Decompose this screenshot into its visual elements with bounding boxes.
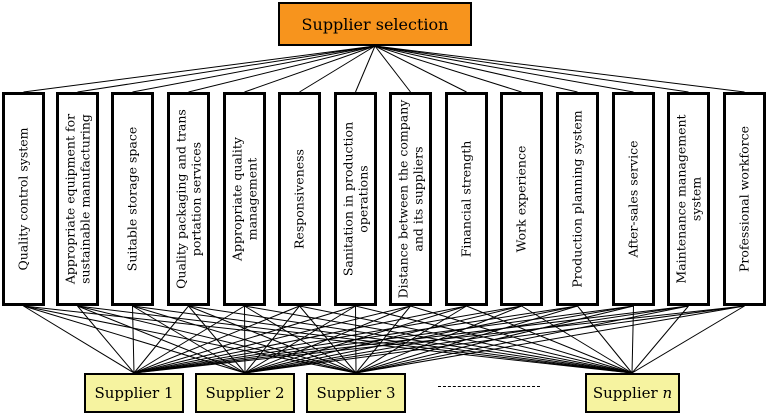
criterion-6: Responsiveness	[278, 92, 321, 306]
criterion-alternative-link	[77, 305, 135, 374]
criterion-label: Appropriate quality management	[228, 137, 259, 261]
ellipsis-dashes	[438, 386, 540, 389]
criterion-label: Professional workforce	[736, 125, 752, 273]
goal-criterion-link	[188, 45, 376, 93]
criterion-8: Distance between the company and its sup…	[389, 92, 432, 306]
criterion-alternative-link	[133, 305, 245, 374]
criterion-alternative-link	[133, 305, 634, 374]
criterion-label: Quality control system	[15, 127, 31, 271]
criterion-alternative-link	[133, 305, 189, 374]
alternative-label: Supplier 3	[316, 384, 396, 402]
criterion-alternative-link	[133, 305, 745, 374]
criterion-12: After-sales service	[612, 92, 655, 306]
criterion-label: After-sales service	[625, 140, 641, 258]
criterion-11: Production planning system	[556, 92, 599, 306]
criterion-label: Maintenance management system	[672, 114, 703, 284]
alternative-label: Supplier 2	[205, 384, 285, 402]
criterion-1: Quality control system	[2, 92, 45, 306]
goal-criterion-link	[77, 45, 376, 93]
criterion-alternative-link	[244, 305, 745, 374]
criterion-alternative-link	[133, 305, 467, 374]
goal-node: Supplier selection	[278, 2, 472, 46]
criterion-alternative-link	[133, 305, 578, 374]
goal-criterion-link	[374, 45, 634, 93]
criterion-label: Responsiveness	[291, 149, 307, 249]
criterion-label: Distance between the company and its sup…	[394, 99, 425, 299]
alternative-label: Supplier	[592, 384, 658, 402]
criterion-alternative-link	[244, 305, 689, 374]
goal-criterion-link	[374, 45, 689, 93]
goal-criterion-link	[374, 45, 578, 93]
alternative-1: Supplier 1	[84, 373, 184, 413]
goal-criterion-link	[355, 45, 376, 93]
criterion-alternative-link	[133, 305, 411, 374]
goal-criterion-link	[244, 45, 376, 93]
criterion-alternative-link	[133, 305, 522, 374]
goal-criterion-link	[374, 45, 411, 93]
criterion-label: Suitable storage space	[124, 126, 140, 272]
criterion-14: Professional workforce	[723, 92, 766, 306]
criterion-alternative-link	[133, 305, 689, 374]
criterion-alternative-link	[132, 305, 135, 374]
criterion-7: Sanitation in production operations	[334, 92, 377, 306]
criterion-2: Appropriate equipment for sustainable ma…	[56, 92, 99, 306]
criterion-label: Appropriate equipment for sustainable ma…	[61, 113, 92, 285]
criterion-10: Work experience	[500, 92, 543, 306]
goal-criterion-link	[374, 45, 522, 93]
criterion-alternative-link	[133, 305, 356, 374]
criterion-label: Production planning system	[569, 110, 585, 288]
goal-criterion-link	[23, 45, 376, 93]
criterion-alternative-link	[133, 305, 300, 374]
criterion-alternative-link	[355, 305, 745, 374]
criterion-4: Quality packaging and trans portation se…	[167, 92, 210, 306]
criterion-alternative-link	[631, 305, 634, 374]
criterion-alternative-link	[631, 305, 745, 374]
alternative-label: Supplier 1	[94, 384, 174, 402]
criterion-13: Maintenance management system	[667, 92, 710, 306]
goal-criterion-link	[299, 45, 376, 93]
criterion-3: Suitable storage space	[111, 92, 154, 306]
criterion-alternative-link	[355, 305, 689, 374]
criterion-label: Financial strength	[458, 140, 474, 258]
goal-label: Supplier selection	[301, 14, 449, 34]
alternative-index: n	[662, 384, 673, 402]
criterion-alternative-link	[23, 305, 135, 374]
criterion-label: Quality packaging and trans portation se…	[172, 109, 203, 289]
criterion-label: Sanitation in production operations	[339, 121, 370, 277]
alternative-2: Supplier 2	[195, 373, 295, 413]
alternative-3: Supplier 3	[306, 373, 406, 413]
goal-criterion-link	[374, 45, 745, 93]
criterion-label: Work experience	[513, 145, 529, 253]
alternative-n: Supplier n	[585, 373, 680, 413]
criterion-9: Financial strength	[445, 92, 488, 306]
criterion-5: Appropriate quality management	[223, 92, 266, 306]
goal-criterion-link	[374, 45, 467, 93]
goal-criterion-link	[132, 45, 376, 93]
